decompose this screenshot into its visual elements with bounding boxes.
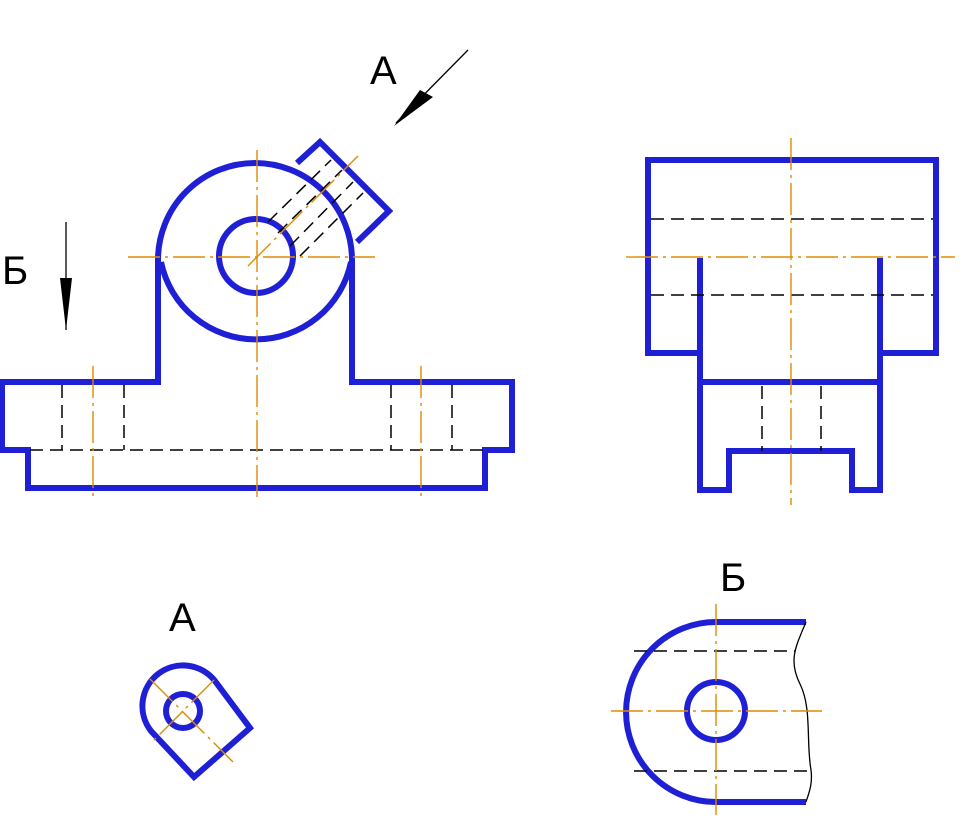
front-view — [0, 137, 515, 500]
view-a-centerline — [151, 679, 215, 743]
side-view-outline — [645, 157, 939, 493]
view-b-direction-arrow — [60, 222, 72, 330]
view-a-hole — [163, 691, 203, 731]
lug-hole-hidden-line — [277, 169, 343, 234]
view-b-break-line — [793, 621, 813, 803]
view-b-arrow-label: Б — [2, 249, 28, 293]
view-b — [611, 604, 822, 815]
side-view — [626, 138, 955, 505]
view-a-centerline — [149, 678, 234, 763]
lug-hole-hidden-line — [299, 192, 364, 257]
view-a — [139, 662, 255, 782]
front-view-inclined-lug — [294, 137, 394, 245]
view-a-arrow-label: А — [370, 49, 397, 93]
view-a-caption: А — [169, 596, 196, 640]
front-view-outline — [0, 160, 515, 491]
front-view-boss-lower-arc — [158, 261, 354, 343]
view-a-outline — [139, 662, 255, 782]
lug-hole-centerline — [247, 155, 359, 267]
view-a-direction-arrow — [394, 49, 469, 126]
view-b-caption: Б — [720, 556, 746, 600]
front-view-bore — [216, 216, 296, 296]
view-b-outline — [623, 619, 806, 805]
lug-hole-hidden-line — [289, 181, 354, 247]
lug-hole-hidden-line — [267, 159, 332, 223]
